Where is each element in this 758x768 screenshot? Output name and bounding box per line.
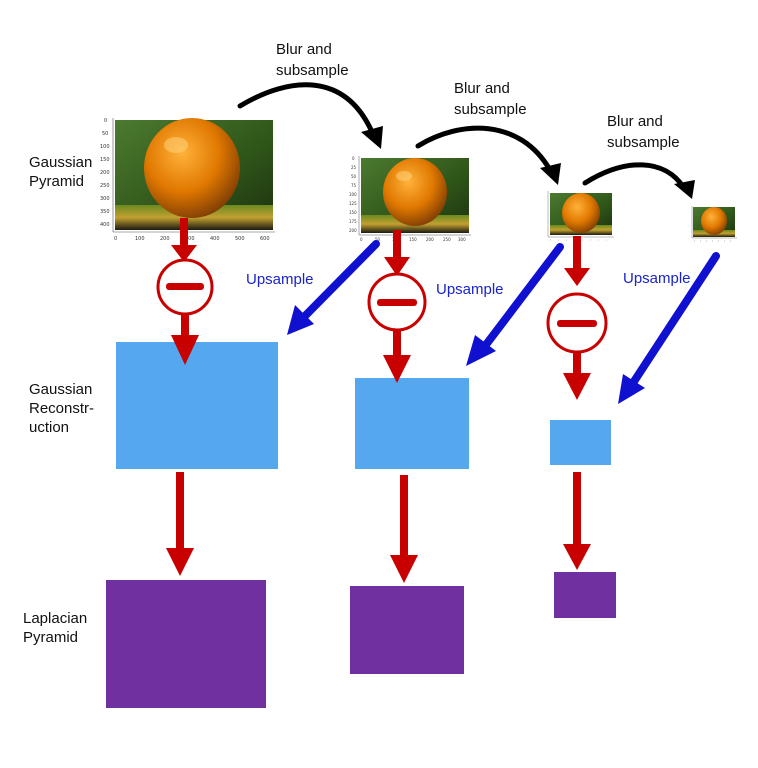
orange-fruit — [383, 158, 447, 226]
minus-circle-icon — [156, 258, 214, 316]
axis-tick: 150 — [349, 210, 357, 215]
reconstruction-box-level-1 — [355, 378, 469, 469]
axis-tick: 150 — [409, 237, 417, 242]
axis-tick: 300 — [458, 237, 466, 242]
red-arrowhead — [563, 544, 591, 570]
axis-tick: 200 — [100, 170, 110, 176]
axis-tick: 250 — [100, 183, 110, 189]
laplacian-box-level-1 — [350, 586, 464, 674]
gaussian-image-level-1: 0 25 50 75 100 125 150 175 200 0 50 100 … — [349, 156, 471, 242]
axis-tick: 600 — [260, 236, 270, 242]
upsample-label-2: Upsample — [436, 281, 504, 298]
axis-tick: 50 — [375, 237, 381, 242]
axis-tick: 250 — [443, 237, 451, 242]
reconstruction-box-level-2 — [550, 420, 611, 465]
orange-fruit — [562, 193, 600, 233]
laplacian-pyramid-label: Laplacian Pyramid — [23, 610, 88, 646]
laplacian-box-level-2 — [554, 572, 616, 618]
axis-tick: 0 — [360, 237, 363, 242]
gaussian-pyramid-label: Gaussian Pyramid — [29, 154, 93, 190]
axis-tick: 300 — [100, 196, 110, 202]
axis-tick: 350 — [100, 209, 110, 215]
axis-tick: 400 — [210, 236, 220, 242]
axis-tick: 400 — [100, 222, 110, 228]
blur-subsample-label-3: Blur and subsample — [607, 113, 680, 151]
blur-arrowhead-1 — [361, 126, 383, 149]
axis-tick: 100 — [100, 144, 110, 150]
axis-tick: 200 — [349, 228, 357, 233]
upsample-arrow-shaft-1 — [299, 240, 380, 322]
red-arrowhead — [384, 257, 410, 276]
axis-tick: 0 — [114, 236, 117, 242]
axis-tick: 100 — [135, 236, 145, 242]
red-arrowhead — [563, 373, 591, 400]
red-arrowhead — [564, 268, 590, 286]
axis-tick: 75 — [351, 183, 357, 188]
blur-arrow-3 — [582, 162, 687, 191]
orange-fruit — [701, 207, 727, 235]
gaussian-image-level-2 — [547, 191, 614, 241]
axis-tick: 0 — [352, 156, 355, 161]
blur-subsample-label-1: Blur and subsample — [276, 41, 349, 79]
blur-subsample-label-2: Blur and subsample — [454, 80, 527, 118]
axis-tick: 200 — [160, 236, 170, 242]
orange-fruit — [144, 118, 240, 218]
axis-tick: 125 — [349, 201, 357, 206]
blur-arrowhead-3 — [674, 180, 695, 199]
blur-arrow-1 — [237, 82, 375, 135]
axis-tick: 50 — [351, 174, 357, 179]
minus-circle-icon — [546, 292, 608, 354]
axis-tick: 50 — [102, 131, 108, 137]
axis-tick: 500 — [235, 236, 245, 242]
axis-tick: 150 — [100, 157, 110, 163]
red-arrowhead — [171, 335, 199, 365]
red-arrowhead — [383, 355, 411, 383]
upsample-arrowhead-1 — [287, 305, 314, 335]
upsample-arrow-shaft-3 — [629, 252, 720, 387]
gaussian-image-level-0: 0 50 100 150 200 250 300 350 400 0 100 2… — [100, 118, 275, 242]
gaussian-image-level-3 — [691, 206, 737, 242]
axis-tick: 175 — [349, 219, 357, 224]
laplacian-box-level-0 — [106, 580, 266, 708]
axis-tick: 300 — [185, 236, 195, 242]
axis-tick: 100 — [349, 192, 357, 197]
blur-arrowhead-2 — [540, 163, 561, 185]
gaussian-reconstruction-label: Gaussian Reconstr- uction — [29, 381, 95, 436]
red-arrowhead — [166, 548, 194, 576]
upsample-arrowhead-3 — [618, 374, 645, 404]
axis-tick: 200 — [426, 237, 434, 242]
upsample-arrowhead-2 — [466, 335, 496, 366]
axis-tick: 0 — [104, 118, 107, 124]
blur-arrow-2 — [415, 125, 553, 173]
axis-tick: 25 — [351, 165, 357, 170]
red-arrowhead — [171, 245, 197, 262]
reconstruction-box-level-0 — [116, 342, 278, 469]
red-arrowhead — [390, 555, 418, 583]
minus-circle-icon — [367, 272, 427, 332]
upsample-arrow-shaft-2 — [481, 243, 564, 350]
upsample-label-1: Upsample — [246, 271, 314, 288]
upsample-label-3: Upsample — [623, 270, 691, 287]
